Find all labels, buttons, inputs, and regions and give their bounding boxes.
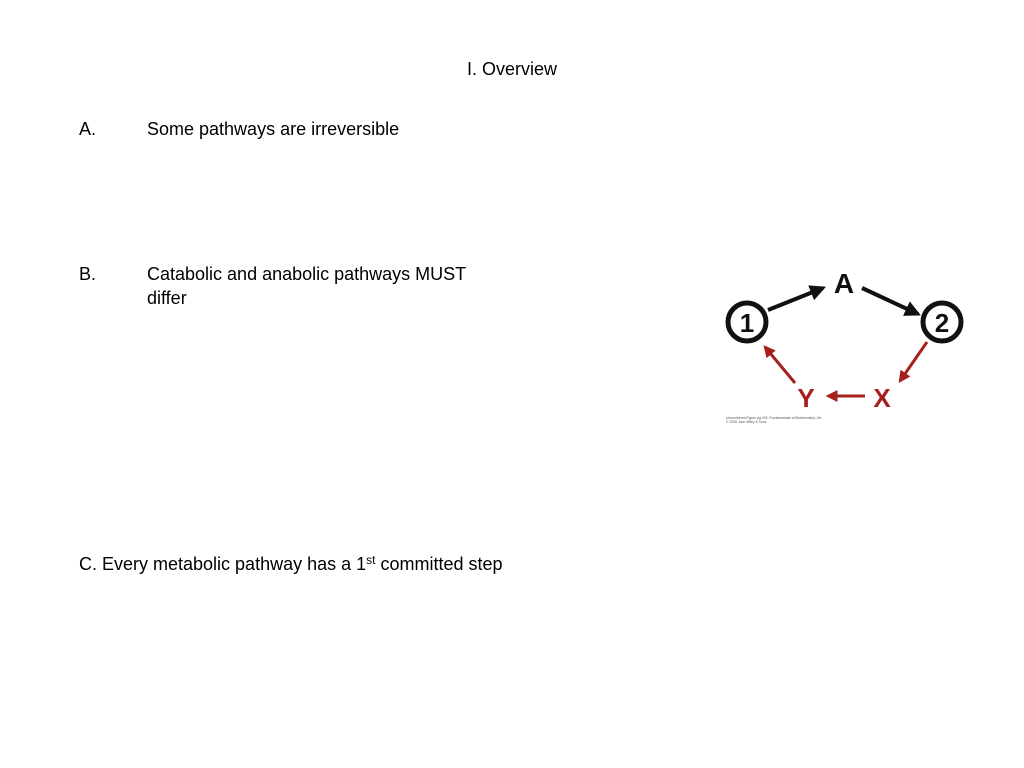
bullet-b-text-line1: Catabolic and anabolic pathways MUST: [147, 264, 467, 284]
figure-credit-line1: Unnumbered Figure pg 402. Fundamentals o…: [726, 416, 822, 420]
bullet-c-suffix: committed step: [375, 554, 503, 574]
arrow-1-to-a: [767, 285, 826, 312]
pathway-diagram: 1 2 A X Y: [725, 268, 964, 413]
node-a-label: A: [834, 268, 854, 299]
figure-credit-line2: © 2006 John Wiley & Sons: [726, 420, 767, 424]
arrow-2-to-x: [898, 341, 929, 383]
node-2: 2: [920, 300, 964, 344]
arrow-y-to-1: [763, 345, 797, 384]
bullet-c: C. Every metabolic pathway has a 1st com…: [79, 552, 503, 576]
bullet-b-marker: B.: [79, 264, 97, 284]
node-1: 1: [725, 300, 769, 344]
bullet-c-superscript: st: [366, 553, 376, 567]
bullet-c-prefix: C. Every metabolic pathway has a 1: [79, 554, 367, 574]
node-2-label: 2: [935, 308, 949, 338]
bullet-a-marker: A.: [79, 119, 97, 139]
node-1-label: 1: [740, 308, 754, 338]
node-x-label: X: [873, 383, 891, 413]
bullet-a-text: Some pathways are irreversible: [147, 119, 400, 139]
page-title: I. Overview: [466, 59, 558, 79]
pathway-figure: 1 2 A X Y: [722, 262, 972, 432]
arrow-a-to-2: [861, 286, 921, 316]
figure-credit: Unnumbered Figure pg 402. Fundamentals o…: [726, 416, 821, 424]
bullet-b-text-line2: differ: [147, 288, 187, 308]
node-y-label: Y: [797, 383, 814, 413]
